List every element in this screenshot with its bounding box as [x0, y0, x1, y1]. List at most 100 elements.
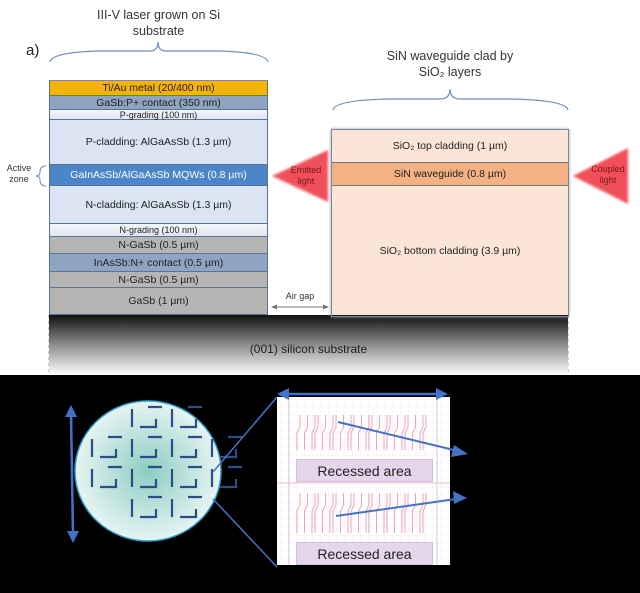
trace-line [332, 493, 337, 533]
trace-line [322, 415, 326, 450]
active-zone-line2: zone [9, 174, 29, 184]
active-zone-brace [35, 165, 47, 187]
trace-line [340, 415, 344, 450]
laser-layer: N-GaSb (0.5 µm) [49, 272, 268, 288]
die-outline [130, 405, 162, 429]
wafer [74, 400, 222, 542]
trace-line [368, 493, 373, 533]
laser-title-line1: III-V laser grown on Si [97, 8, 220, 22]
die-outline [90, 435, 122, 459]
laser-brace [49, 41, 269, 63]
die-outline [90, 465, 122, 489]
trace-lines [296, 415, 427, 533]
silicon-substrate [49, 315, 568, 375]
die-outline [170, 465, 202, 489]
trace-line [347, 415, 352, 450]
die-outline [130, 495, 162, 519]
trace-line [383, 415, 388, 450]
air-gap-arrowhead-left [271, 304, 277, 310]
waveguide-title: SiN waveguide clad by SiO₂ layers [332, 48, 568, 80]
panel-label: a) [26, 42, 40, 59]
laser-layer: GaSb:P+ contact (350 nm) [49, 96, 268, 110]
trace-line [296, 493, 301, 533]
coupled-light-arrow [573, 148, 628, 204]
trace-line [322, 493, 326, 533]
laser-title-line2: substrate [132, 24, 185, 38]
zoom-line-top [212, 396, 278, 473]
laser-layer: GaSb (1 µm) [49, 288, 268, 315]
trace-line [422, 493, 427, 533]
waveguide-title-line1: SiN waveguide clad by [386, 49, 514, 63]
trace-line [347, 493, 352, 533]
trace-line [311, 493, 316, 533]
laser-layer: N-cladding: AlGaAsSb (1.3 µm) [49, 186, 268, 224]
air-gap-label: Air gap [285, 291, 315, 301]
trace-line [422, 415, 427, 450]
die-outline [130, 435, 162, 459]
waveguide-brace [332, 88, 569, 111]
emitted-light-line2: light [297, 176, 315, 186]
trace-line [419, 493, 424, 533]
wafer-height-arrow [69, 412, 75, 536]
die-outline [210, 465, 242, 489]
trace-line [376, 493, 380, 533]
active-zone-label: Active zone [4, 163, 34, 185]
detail-width-arrowhead-right [436, 388, 448, 400]
waveguide-title-line2: SiO₂ layers [418, 65, 482, 79]
trace-line [350, 493, 355, 533]
coupled-light-line2: light [599, 175, 617, 185]
output-arrow-2 [335, 498, 457, 517]
trace-line [404, 493, 409, 533]
waveguide-layer: SiO₂ bottom cladding (3.9 µm) [332, 186, 568, 315]
trace-line [329, 493, 334, 533]
zoom-line-bottom [212, 498, 278, 568]
substrate-label: (001) silicon substrate [249, 342, 368, 356]
trace-line [365, 493, 370, 533]
trace-line [412, 415, 416, 450]
laser-layer: N-GaSb (0.5 µm) [49, 237, 268, 254]
laser-layer: Ti/Au metal (20/400 nm) [49, 80, 268, 96]
trace-line [386, 415, 391, 450]
recessed-area-1: Recessed area [296, 459, 433, 482]
trace-line [394, 415, 398, 450]
laser-title: III-V laser grown on Si substrate [49, 7, 268, 39]
trace-line [329, 415, 334, 450]
trace-line [358, 415, 362, 450]
die-outline [170, 495, 202, 519]
trace-line [304, 415, 308, 450]
trace-line [412, 493, 416, 533]
coupled-light-line1: Coupled [591, 164, 625, 174]
trace-line [401, 493, 406, 533]
die-outline [170, 405, 202, 429]
trace-line [358, 493, 362, 533]
output-arrowhead-1 [451, 445, 468, 457]
trace-line [304, 493, 308, 533]
top-braces [35, 41, 628, 375]
output-arrow-1 [337, 421, 459, 452]
wafer-height-arrowhead-bottom [67, 531, 79, 543]
detail-width-arrowhead-left [277, 388, 289, 400]
coupled-light-label: Coupled light [586, 164, 630, 186]
waveguide-layer: SiN waveguide (0.8 µm) [332, 163, 568, 186]
laser-layer: P-grading (100 nm) [49, 110, 268, 120]
emitted-light-arrow [272, 150, 328, 202]
die-outline [130, 465, 162, 489]
trace-line [376, 415, 380, 450]
laser-layer: N-grading (100 nm) [49, 224, 268, 237]
die-outline [170, 435, 202, 459]
waveguide-layer: SiO₂ top cladding (1 µm) [332, 130, 568, 163]
laser-layer: GaInAsSb/AlGaAsSb MQWs (0.8 µm) [49, 165, 268, 186]
recessed-area-2: Recessed area [296, 542, 433, 565]
trace-line [332, 415, 337, 450]
emitted-light-label: Emitted light [286, 165, 326, 187]
wafer-height-arrowhead-top [65, 405, 77, 417]
active-zone-line1: Active [6, 163, 32, 173]
trace-line [314, 493, 319, 533]
trace-line [311, 415, 316, 450]
wafer-dies [90, 405, 242, 519]
laser-layer: P-cladding: AlGaAsSb (1.3 µm) [49, 120, 268, 165]
trace-line [340, 493, 344, 533]
trace-line [314, 415, 319, 450]
trace-line [401, 415, 406, 450]
laser-layer: InAsSb:N+ contact (0.5 µm) [49, 254, 268, 272]
